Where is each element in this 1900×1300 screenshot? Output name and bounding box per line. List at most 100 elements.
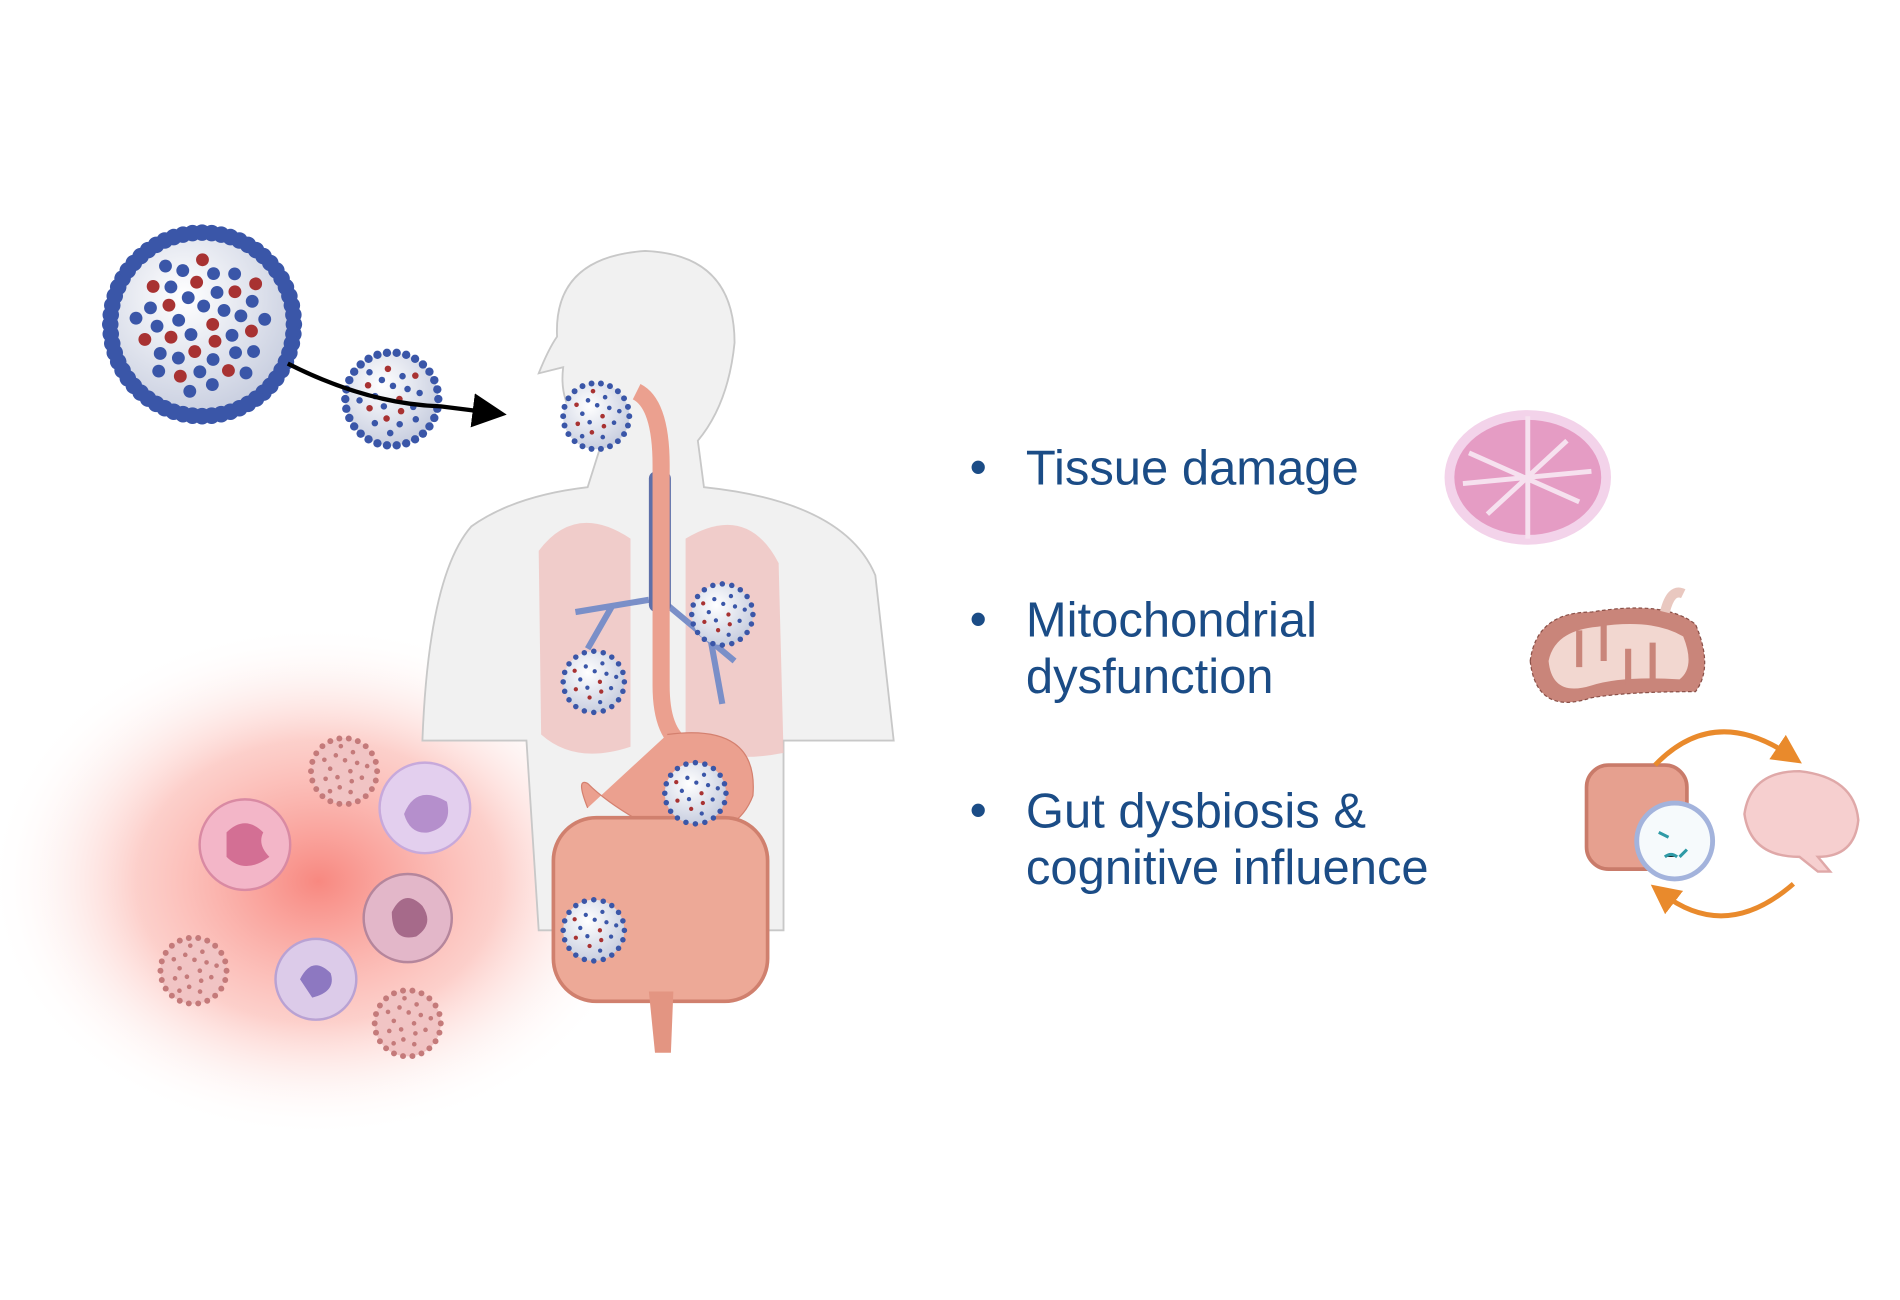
virus-spike bbox=[383, 1045, 390, 1052]
virus-spike bbox=[600, 434, 606, 440]
virus-spike bbox=[223, 967, 230, 974]
virus-spike bbox=[319, 743, 326, 750]
virus-spike bbox=[433, 385, 442, 394]
virus-spike bbox=[732, 604, 738, 609]
virus-spike bbox=[158, 977, 165, 984]
virus-spike bbox=[411, 1021, 417, 1026]
virus-spike bbox=[683, 819, 689, 826]
virus-spike bbox=[591, 648, 597, 654]
virus-spike bbox=[686, 796, 692, 802]
virus-spike bbox=[359, 775, 365, 781]
virus-spike bbox=[373, 350, 382, 360]
virus-spike bbox=[566, 697, 572, 703]
virus-spike bbox=[432, 1038, 439, 1045]
virus-spike bbox=[412, 372, 419, 379]
virus-spike bbox=[615, 661, 622, 667]
virus-spike bbox=[560, 413, 567, 420]
virus-spike bbox=[713, 618, 719, 623]
virus-spike bbox=[418, 1050, 425, 1057]
virus-spike bbox=[129, 311, 143, 325]
virus-spike bbox=[144, 301, 157, 315]
virus-spike bbox=[597, 380, 604, 387]
virus-spike bbox=[150, 319, 164, 333]
virus-spike bbox=[383, 995, 390, 1002]
virus-spike bbox=[146, 279, 160, 293]
virus-spike bbox=[212, 942, 219, 949]
virus-spike bbox=[615, 945, 622, 952]
virus-spike bbox=[336, 735, 343, 742]
virus-spike bbox=[701, 636, 708, 643]
virus-spike bbox=[710, 815, 717, 821]
virus-spike bbox=[206, 317, 220, 331]
virus-spike bbox=[349, 367, 359, 376]
virus-spike bbox=[187, 943, 193, 948]
virus-spike bbox=[193, 365, 207, 379]
virus-spike bbox=[609, 654, 615, 660]
virus-spike bbox=[719, 642, 726, 648]
virus-spike bbox=[744, 593, 750, 600]
virus-spike bbox=[615, 697, 622, 703]
virus-spike bbox=[604, 920, 609, 925]
virus-spike bbox=[436, 1029, 443, 1036]
virus-spike bbox=[663, 781, 670, 787]
bullet-mitochondrial-line1: Mitochondrial bbox=[1026, 594, 1317, 648]
virus-spike bbox=[162, 298, 176, 312]
virus-spike bbox=[172, 976, 178, 981]
virus-spike bbox=[409, 1053, 416, 1060]
virus-spike bbox=[349, 422, 359, 431]
virus-spike bbox=[319, 793, 326, 800]
virus-spike bbox=[701, 601, 706, 606]
virus-spike bbox=[710, 582, 716, 589]
virus-spike bbox=[579, 443, 586, 450]
virus-spike bbox=[620, 918, 626, 924]
tissue-icon bbox=[1444, 410, 1612, 545]
virus-spike bbox=[581, 708, 588, 714]
virus-spike bbox=[414, 1002, 419, 1007]
virus-spike bbox=[410, 354, 420, 363]
virus-spike bbox=[599, 689, 604, 694]
virus-spike bbox=[575, 421, 581, 427]
virus-spike bbox=[602, 394, 608, 400]
virus-spike bbox=[588, 445, 595, 452]
virus-spike bbox=[362, 743, 369, 750]
virus-spike bbox=[597, 948, 603, 953]
virus-spike bbox=[222, 364, 235, 377]
virus-spike bbox=[667, 808, 674, 814]
virus-spike bbox=[674, 815, 681, 821]
virus-spike bbox=[694, 780, 699, 785]
virus-spike bbox=[573, 935, 578, 940]
virus-spike bbox=[152, 364, 166, 378]
virus-spike bbox=[416, 389, 423, 397]
virus-spike bbox=[591, 896, 597, 903]
virus-spike bbox=[565, 395, 572, 402]
virus-spike bbox=[217, 303, 231, 317]
virus-spike bbox=[592, 917, 597, 922]
virus-spike bbox=[218, 985, 225, 992]
virus-spike bbox=[212, 992, 219, 999]
virus-spike bbox=[705, 783, 711, 788]
virus-spike bbox=[322, 757, 327, 763]
virus-spike bbox=[198, 978, 204, 984]
virus-spike bbox=[239, 366, 253, 380]
virus-spike bbox=[204, 997, 211, 1004]
virus-spike bbox=[679, 788, 685, 793]
virus-spike bbox=[599, 937, 604, 943]
virus-intestine bbox=[560, 896, 628, 964]
virus-spike bbox=[245, 294, 259, 308]
virus-spike bbox=[721, 781, 728, 787]
virus-spike bbox=[561, 669, 568, 676]
virus-spike bbox=[728, 593, 734, 599]
virus-spike bbox=[608, 686, 614, 691]
virus-spike bbox=[606, 383, 613, 390]
virus-spike bbox=[285, 306, 302, 324]
virus-spike bbox=[396, 420, 403, 428]
virus-spike bbox=[400, 987, 406, 994]
virus-spike bbox=[208, 334, 222, 348]
virus-spike bbox=[401, 350, 411, 360]
virus-spike bbox=[573, 902, 579, 909]
virus-spike bbox=[345, 800, 352, 807]
virus-spike bbox=[437, 1020, 444, 1027]
virus-spike bbox=[750, 611, 756, 618]
virus-spike bbox=[313, 786, 320, 793]
virus-spike bbox=[164, 330, 178, 344]
